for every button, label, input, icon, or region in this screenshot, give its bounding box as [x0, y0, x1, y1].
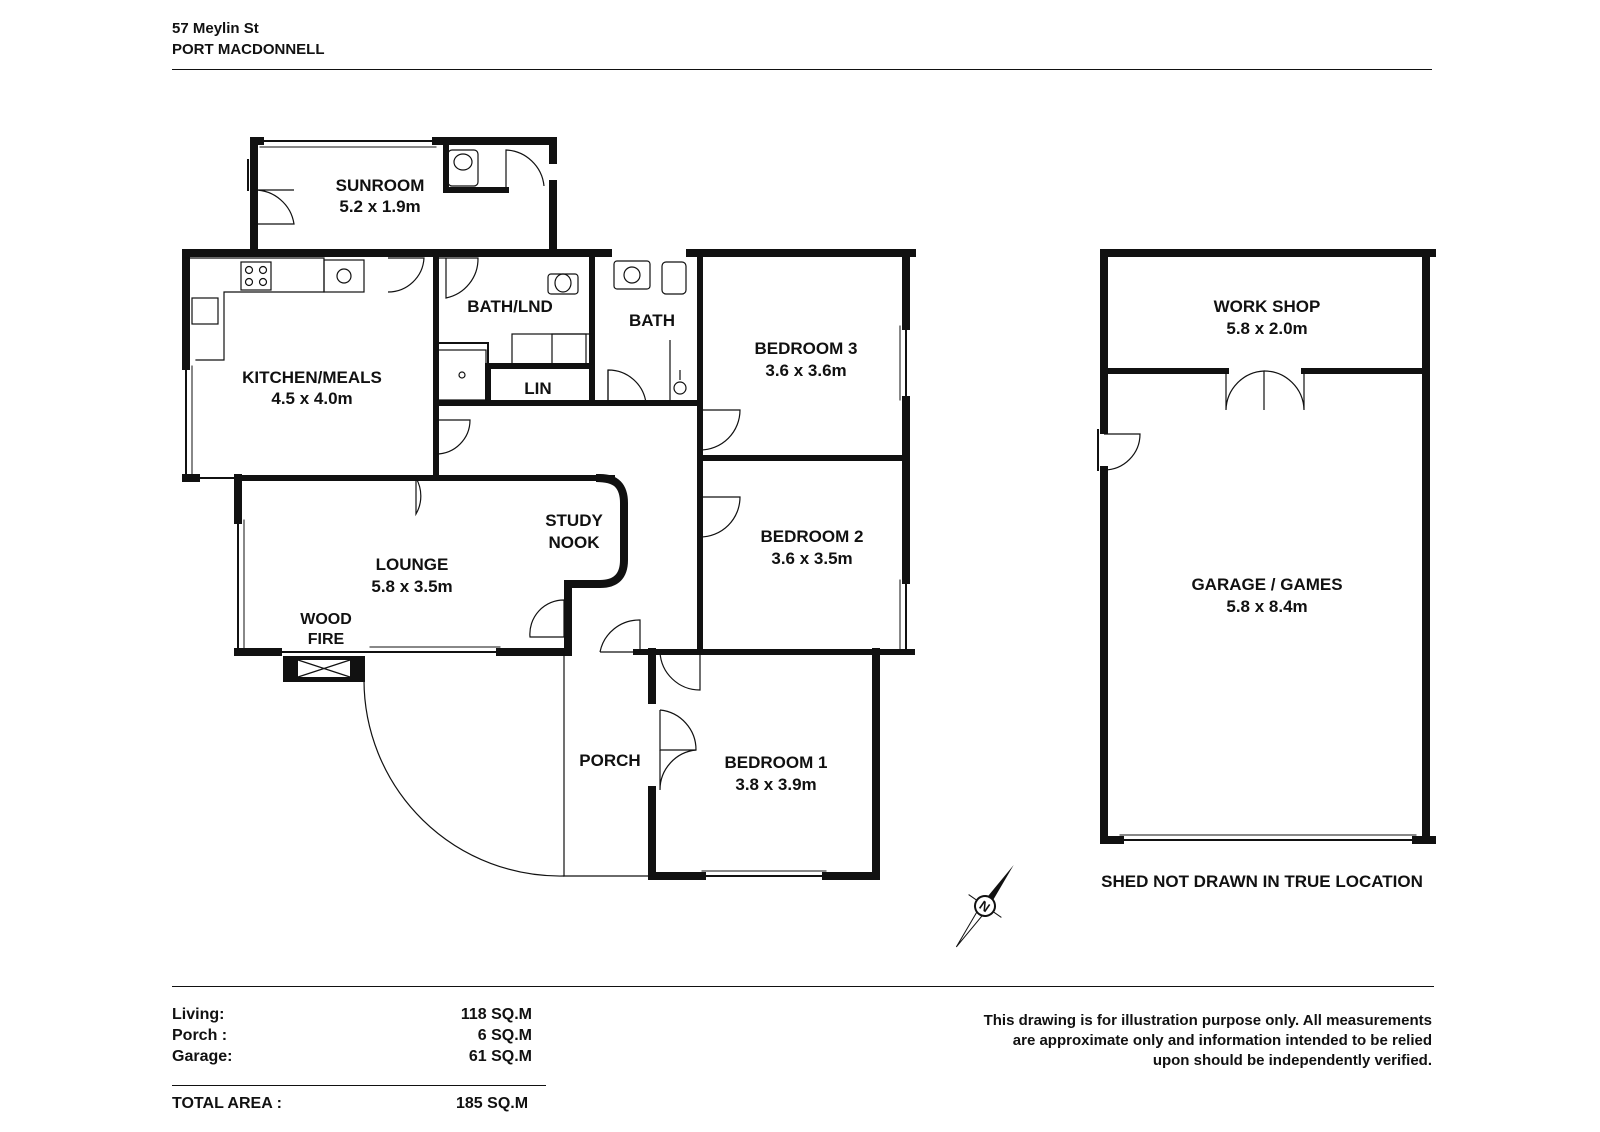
footer-rule	[172, 986, 1434, 987]
study-line1: STUDY	[545, 511, 603, 530]
area-label-porch: Porch :	[172, 1027, 228, 1044]
total-area-label: TOTAL AREA :	[172, 1095, 282, 1112]
bedroom2-name: BEDROOM 2	[761, 527, 864, 546]
bedroom3-name: BEDROOM 3	[755, 339, 858, 358]
wood-fire-hearth	[283, 656, 365, 682]
address-line-2: PORT MACDONNELL	[172, 41, 325, 58]
bedroom1-name: BEDROOM 1	[725, 753, 828, 772]
bath-lnd-name: BATH/LND	[467, 297, 553, 316]
disclaimer-line-3: upon should be independently verified.	[1152, 1052, 1432, 1069]
fixtures	[191, 149, 687, 401]
bedroom1-size: 3.8 x 3.9m	[735, 775, 816, 794]
lounge-size: 5.8 x 3.5m	[371, 577, 452, 596]
sunroom-name: SUNROOM	[336, 176, 425, 195]
sunroom-size: 5.2 x 1.9m	[339, 197, 420, 216]
study-line2: NOOK	[549, 533, 601, 552]
area-label-garage: Garage:	[172, 1048, 233, 1065]
area-total-rule	[172, 1085, 546, 1086]
disclaimer-line-1: This drawing is for illustration purpose…	[983, 1012, 1432, 1029]
address-line-1: 57 Meylin St	[172, 20, 259, 37]
shed-note: SHED NOT DRAWN IN TRUE LOCATION	[1101, 872, 1423, 891]
garage-name: GARAGE / GAMES	[1191, 575, 1342, 594]
bedroom2-size: 3.6 x 3.5m	[771, 549, 852, 568]
north-compass-icon: N	[955, 865, 1014, 948]
kitchen-name: KITCHEN/MEALS	[242, 368, 382, 387]
area-value-living: 118 SQ.M	[460, 1006, 532, 1023]
walls	[182, 137, 1436, 880]
workshop-name: WORK SHOP	[1214, 297, 1321, 316]
disclaimer: This drawing is for illustration purpose…	[860, 1011, 1432, 1071]
area-label-living: Living:	[172, 1006, 225, 1023]
area-value-garage: 61 SQ.M	[468, 1048, 532, 1065]
disclaimer-line-2: are approximate only and information int…	[1012, 1032, 1432, 1049]
header-rule	[172, 69, 1432, 70]
doors	[253, 149, 1305, 877]
workshop-size: 5.8 x 2.0m	[1226, 319, 1307, 338]
lin-name: LIN	[524, 379, 551, 398]
wood-fire-line2: FIRE	[308, 631, 345, 648]
porch-name: PORCH	[579, 751, 640, 770]
total-area-value: 185 SQ.M	[456, 1095, 529, 1112]
lounge-name: LOUNGE	[376, 555, 449, 574]
area-value-porch: 6 SQ.M	[477, 1027, 532, 1044]
garage-size: 5.8 x 8.4m	[1226, 597, 1307, 616]
kitchen-size: 4.5 x 4.0m	[271, 389, 352, 408]
bath-name: BATH	[629, 311, 675, 330]
wood-fire-line1: WOOD	[300, 611, 352, 628]
bedroom3-size: 3.6 x 3.6m	[765, 361, 846, 380]
